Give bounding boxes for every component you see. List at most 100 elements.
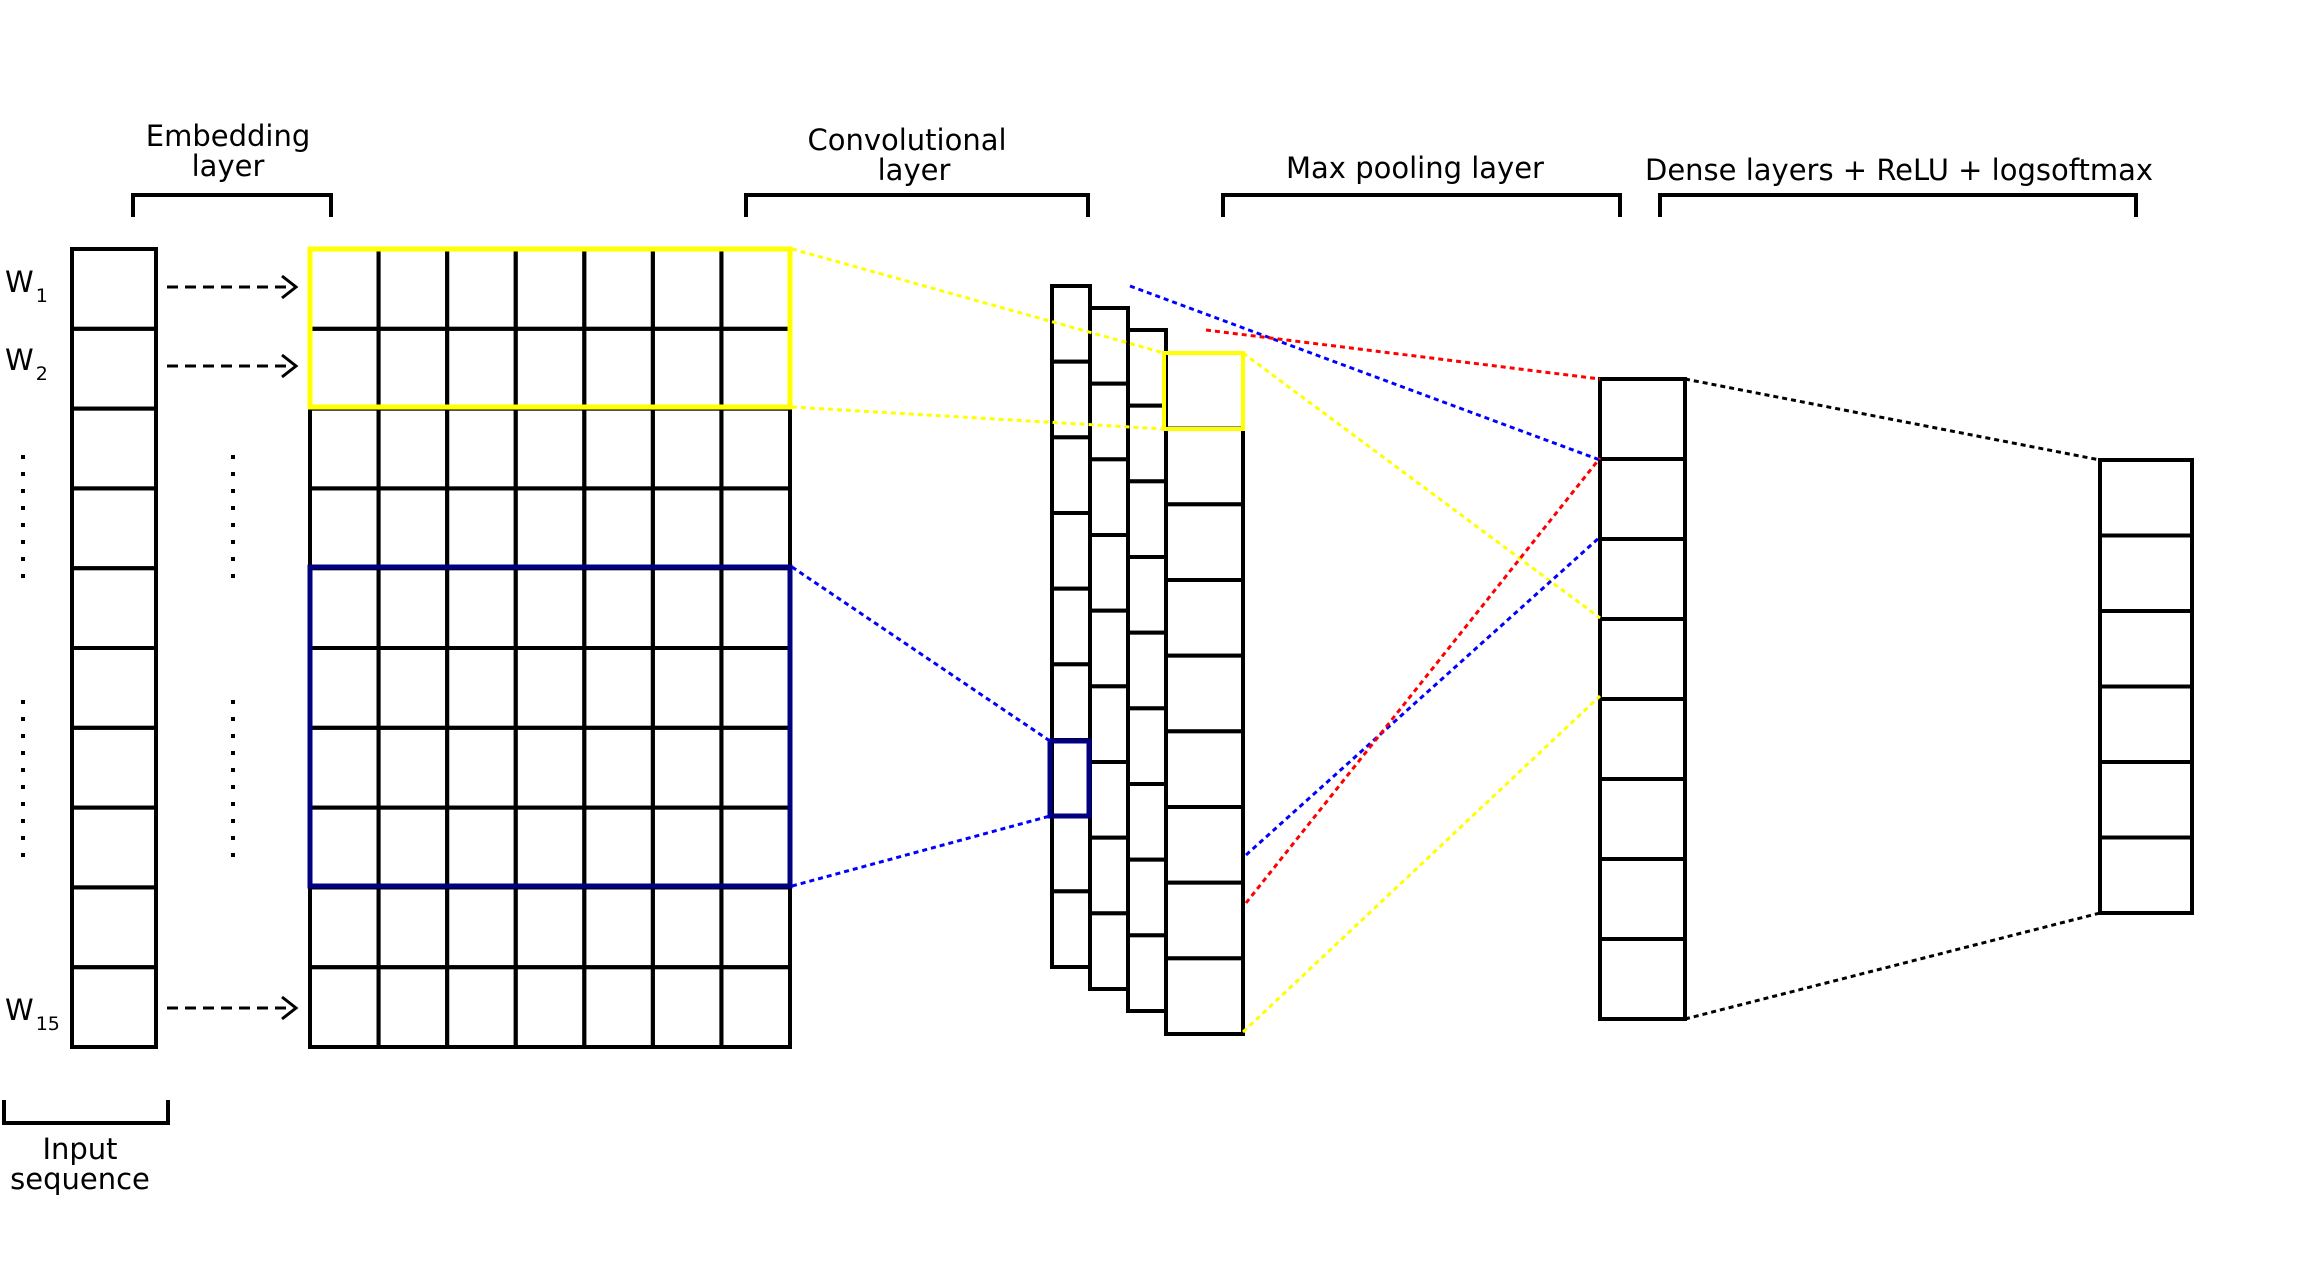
dense-cell: [2098, 609, 2194, 689]
dense-cell: [2098, 760, 2194, 840]
embedding-cell: [513, 247, 587, 331]
feature-map-1-cell: [1050, 511, 1092, 591]
arrowhead-w1: [281, 274, 299, 300]
embedding-cell: [376, 406, 450, 491]
embedding-cell: [719, 406, 793, 491]
maxpool-cell: [1598, 617, 1687, 701]
feature-map-4-cell: [1164, 805, 1245, 885]
conv-cell-highlight-yellow: [1162, 351, 1245, 431]
conv-cell-highlight-navy: [1047, 738, 1092, 819]
embedding-cell: [719, 965, 793, 1050]
maxpool-bracket: [1221, 193, 1622, 217]
feature-map-4-cell: [1164, 502, 1245, 583]
yellow-pool-top: [1242, 351, 1601, 620]
dense-column: [2098, 458, 2194, 915]
embedding-cell: [719, 646, 793, 730]
feature-map-1-cell: [1050, 586, 1092, 667]
embedding-cell: [650, 885, 724, 970]
embedding-label-line1: Embedding: [146, 119, 310, 153]
embedding-cell: [650, 725, 724, 810]
input-cell: [70, 805, 158, 890]
dense-conn-top: [1684, 377, 2101, 462]
input-cell: [70, 725, 158, 810]
maxpool-column: [1598, 377, 1687, 1021]
embedding-cell: [308, 725, 381, 810]
feature-map-4-cell: [1164, 426, 1245, 507]
embedding-cell: [308, 885, 381, 970]
embedding-bracket: [131, 193, 333, 217]
navy-conn-top: [791, 565, 1051, 743]
feature-map-3-cell: [1126, 479, 1168, 560]
embedding-cell: [582, 486, 655, 571]
feature-map-1-cell: [1050, 738, 1092, 818]
embedding-cell: [308, 247, 381, 331]
maxpool-cell: [1598, 697, 1687, 781]
maxpool-label: Max pooling layer: [1286, 151, 1544, 185]
bracket-group: [2, 193, 2138, 1125]
conv-label-line1: Convolutional: [807, 123, 1006, 157]
input-label-line2: sequence: [10, 1162, 150, 1196]
embedding-cell: [719, 486, 793, 571]
filter-highlight-navy: [307, 564, 793, 889]
feature-map-3-cell: [1126, 403, 1168, 484]
embedding-cell: [582, 725, 655, 810]
red-pool-bottom: [1244, 457, 1602, 904]
embedding-cell: [650, 486, 724, 571]
embedding-cell: [513, 406, 587, 491]
feature-map-2-cell: [1088, 381, 1130, 462]
embedding-cell: [650, 965, 724, 1050]
filter-highlight-yellow: [307, 246, 793, 410]
input-cell: [70, 247, 158, 331]
blue-pool-bottom: [1244, 535, 1602, 857]
embedding-cell: [719, 247, 793, 331]
feature-map-2-cell: [1088, 533, 1130, 613]
embedding-cell: [513, 326, 587, 411]
input-label-line1: Input: [42, 1132, 117, 1166]
feature-map-4-cell: [1164, 729, 1245, 809]
feature-map-2-cell: [1088, 911, 1130, 991]
dense-label: Dense layers + ReLU + logsoftmax: [1645, 153, 2153, 187]
embedding-cell: [513, 805, 587, 890]
embedding-cell: [308, 486, 381, 571]
embedding-cell: [376, 885, 450, 970]
feature-map-2-cell: [1088, 760, 1130, 840]
dense-cell: [2098, 458, 2194, 538]
feature-map-3-cell: [1126, 555, 1168, 635]
embedding-label-line2: layer: [192, 149, 265, 183]
feature-map-1-cell: [1050, 813, 1092, 894]
feature-map-2-cell: [1088, 608, 1130, 689]
input-cell: [70, 965, 158, 1050]
red-pool-top: [1205, 328, 1601, 381]
embedding-cell: [376, 965, 450, 1050]
embedding-cell: [445, 965, 518, 1050]
input-cell: [70, 486, 158, 571]
feature-map-2-cell: [1088, 306, 1130, 386]
embedding-cell: [582, 326, 655, 411]
embedding-cell: [719, 566, 793, 651]
embedding-cell: [513, 725, 587, 810]
feature-map-3-cell: [1126, 857, 1168, 938]
embedding-cell: [650, 406, 724, 491]
embedding-cell: [650, 247, 724, 331]
embedding-cell: [650, 326, 724, 411]
embedding-cell: [445, 406, 518, 491]
dense-cell: [2098, 835, 2194, 915]
conv-label-line2: layer: [878, 153, 951, 187]
embedding-cell: [376, 566, 450, 651]
arrowhead-w15: [281, 995, 299, 1021]
feature-map-2-cell: [1088, 457, 1130, 538]
embedding-cell: [376, 725, 450, 810]
feature-map-4-cell: [1164, 653, 1245, 734]
embedding-cell: [445, 646, 518, 730]
embedding-cell: [513, 885, 587, 970]
embedding-cell: [582, 646, 655, 730]
embedding-cell: [445, 805, 518, 890]
arrowhead-w2: [281, 353, 299, 379]
conv-feature-maps: [1050, 284, 1245, 1036]
embedding-cell: [650, 805, 724, 890]
embedding-cell: [376, 805, 450, 890]
embedding-cell: [650, 646, 724, 730]
